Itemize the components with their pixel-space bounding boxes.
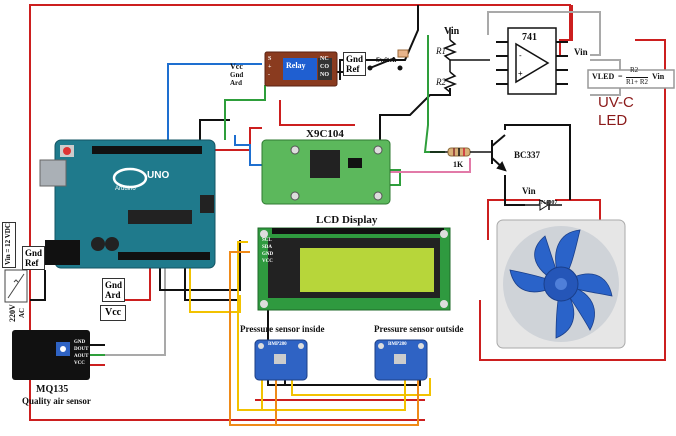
lcd-pin-gnd: GND (262, 252, 274, 257)
orange-wires (229, 251, 419, 426)
lcd-pin-vcc: VCC (262, 259, 273, 264)
svg-text:-: - (519, 51, 522, 60)
gnd-ref-left-gnd: Gnd (25, 248, 43, 258)
gnd-ref-left-ref: Ref (25, 258, 39, 268)
vcc-bottom-label: Vcc (105, 307, 122, 318)
bmp280-outside (374, 339, 428, 381)
vled-formula-den: R1+ R2 (626, 77, 649, 86)
relay-label: Relay (286, 61, 306, 70)
voltage-divider (442, 28, 490, 93)
vled-formula-box (587, 69, 675, 89)
mq135-title: MQ135 (36, 384, 69, 395)
relay-pin-nc: NC (320, 56, 329, 62)
vin-12vdc-box: Vin = 12 VDC (2, 222, 16, 268)
bmp-outside-label: BMP280 (388, 342, 407, 347)
gnd-ard-bottom-ard: Ard (105, 290, 121, 300)
gnd-ard-bottom-box: Gnd Ard (102, 278, 126, 302)
opamp-741-label: 741 (522, 32, 537, 43)
uvc-label: UV-C (598, 94, 634, 111)
vin-top-label: Vin (444, 26, 460, 37)
x9c104-label: X9C104 (306, 128, 344, 140)
relay-pin-minus: - (268, 72, 270, 78)
vin-fan-label: Vin (522, 186, 536, 196)
pink-wire (365, 158, 471, 173)
r2-label: R2 (436, 77, 446, 87)
pressure-inside-label: Pressure sensor inside (240, 324, 325, 334)
lcd-pin-scl: SCL (262, 238, 272, 243)
arduino-brand-label: Arduino (115, 186, 136, 192)
diode-1n4007 (525, 199, 562, 211)
relay-pin-no: NO (320, 72, 329, 78)
relay-module (264, 51, 338, 87)
relay-pin-s: S (268, 56, 272, 62)
cooling-fan (496, 219, 626, 349)
bmp280-inside (254, 339, 308, 381)
lcd-module (257, 227, 451, 311)
diode-label: 1N4007 (538, 200, 558, 206)
resistor-1k (430, 147, 492, 157)
lcd-pin-sda: SDA (262, 245, 273, 250)
mq135-module (12, 330, 90, 380)
resistor-1k-label: 1K (453, 160, 464, 169)
switch-label: Switch (376, 56, 397, 64)
r1-label: R1 (436, 46, 446, 56)
yellow-wires (189, 241, 431, 411)
vled-formula-rhs: Vin (652, 72, 665, 81)
pressure-outside-label: Pressure sensor outside (374, 324, 464, 334)
vled-formula-eq: = (618, 72, 623, 81)
relay-ard-label: Ard (230, 79, 243, 87)
gnd-ref-top-box: Gnd Ref (343, 52, 367, 76)
arduino-uno-label: UNO (147, 170, 170, 181)
ac-label: AC (18, 307, 26, 318)
mq135-subtitle: Quality air sensor (22, 396, 91, 406)
gnd-ref-top-ref: Ref (346, 64, 360, 74)
x9c104-board (261, 139, 391, 205)
mq135-pin-vcc: VCC (74, 361, 85, 366)
bc337-label: BC337 (514, 150, 541, 160)
vled-formula-lhs: VLED (592, 72, 615, 81)
vin-12vdc-label: Vin = 12 VDC (4, 223, 12, 265)
gnd-ref-left-box: Gnd Ref (22, 246, 46, 270)
mq135-pin-dout: DOUT (74, 347, 89, 352)
relay-pin-co: CO (320, 64, 329, 70)
transistor-bc337 (491, 134, 507, 172)
svg-text:+: + (518, 69, 523, 78)
lcd-display-label: LCD Display (316, 214, 378, 226)
opamp-741: - + (496, 27, 568, 95)
ac-220v-label: 220V (8, 304, 17, 322)
gnd-ref-top-gnd: Gnd (346, 54, 364, 64)
bmp-inside-label: BMP280 (268, 342, 287, 347)
vled-formula-num: R2 (630, 66, 639, 74)
gnd-ard-bottom-gnd: Gnd (105, 280, 123, 290)
relay-pin-plus: + (268, 64, 272, 70)
arduino-uno-board (39, 139, 216, 269)
ac-supply (4, 269, 28, 303)
mq135-pin-gnd: GND (74, 340, 86, 345)
led-label: LED (598, 112, 628, 129)
relay-vcc-label: Vcc (230, 62, 243, 71)
mq135-wires (90, 344, 105, 366)
switch (367, 49, 409, 71)
opamp-vin-label: Vin (574, 47, 588, 57)
red-wires (29, 4, 666, 421)
vcc-bottom-box: Vcc (100, 305, 127, 321)
mq135-pin-aout: AOUT (74, 354, 89, 359)
relay-gnd-label: Gnd (230, 71, 244, 79)
